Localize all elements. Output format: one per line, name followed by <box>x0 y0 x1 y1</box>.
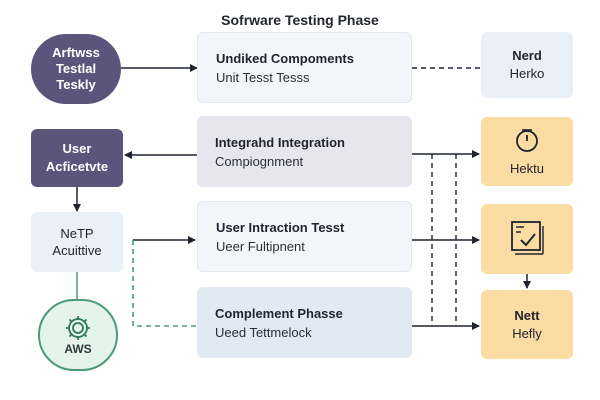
checklist-box <box>481 204 573 274</box>
nett-line-1: Nett <box>514 307 540 323</box>
integration-test-box: Integrahd Integration Compiognment <box>197 116 412 187</box>
nett-box: Nett Hefly <box>481 290 573 359</box>
user-line-1: User <box>62 141 92 156</box>
integration-line-2: Compiognment <box>215 153 304 169</box>
interaction-test-box: User Intraction Tesst Ueer Fultipnent <box>197 201 412 272</box>
complement-phase-box: Complement Phasse Ueed Tettmelock <box>197 287 412 358</box>
aws-node: AWS <box>38 299 118 371</box>
clock-icon <box>514 128 540 157</box>
checklist-icon <box>507 218 547 261</box>
green-dashed-loop <box>132 240 197 327</box>
integration-line-1: Integrahd Integration <box>215 134 345 150</box>
unit-line-1: Undiked Compoments <box>216 50 354 66</box>
diagram-title: Sofrware Testing Phase <box>221 12 379 28</box>
netp-line-1: NeTP <box>60 226 94 241</box>
complement-line-1: Complement Phasse <box>215 305 343 321</box>
complement-line-2: Ueed Tettmelock <box>215 324 312 340</box>
aws-label: AWS <box>64 342 92 356</box>
user-activity-box: User Acficetvte <box>31 129 123 187</box>
nerd-box: Nerd Herko <box>481 32 573 98</box>
nett-line-2: Hefly <box>512 325 542 341</box>
nerd-line-2: Herko <box>509 66 545 81</box>
circle-line-3: Teskly <box>56 77 96 92</box>
hektu-label: Hektu <box>510 160 544 176</box>
circle-line-2: Testlal <box>55 61 97 76</box>
interaction-line-1: User Intraction Tesst <box>216 219 345 235</box>
gear-icon <box>64 314 92 342</box>
hektu-box: Hektu <box>481 117 573 186</box>
interaction-line-2: Ueer Fultipnent <box>216 238 305 254</box>
netp-box: NeTP Acuittive <box>31 212 123 272</box>
unit-test-box: Undiked Compoments Unit Tesst Tesss <box>197 32 412 103</box>
netp-line-2: Acuittive <box>52 243 102 258</box>
nerd-line-1: Nerd <box>512 48 542 63</box>
artifacts-circle: Arftwss Testlal Teskly <box>31 34 121 104</box>
circle-line-1: Arftwss <box>52 45 100 60</box>
unit-line-2: Unit Tesst Tesss <box>216 69 310 85</box>
user-line-2: Acficetvte <box>45 159 109 174</box>
